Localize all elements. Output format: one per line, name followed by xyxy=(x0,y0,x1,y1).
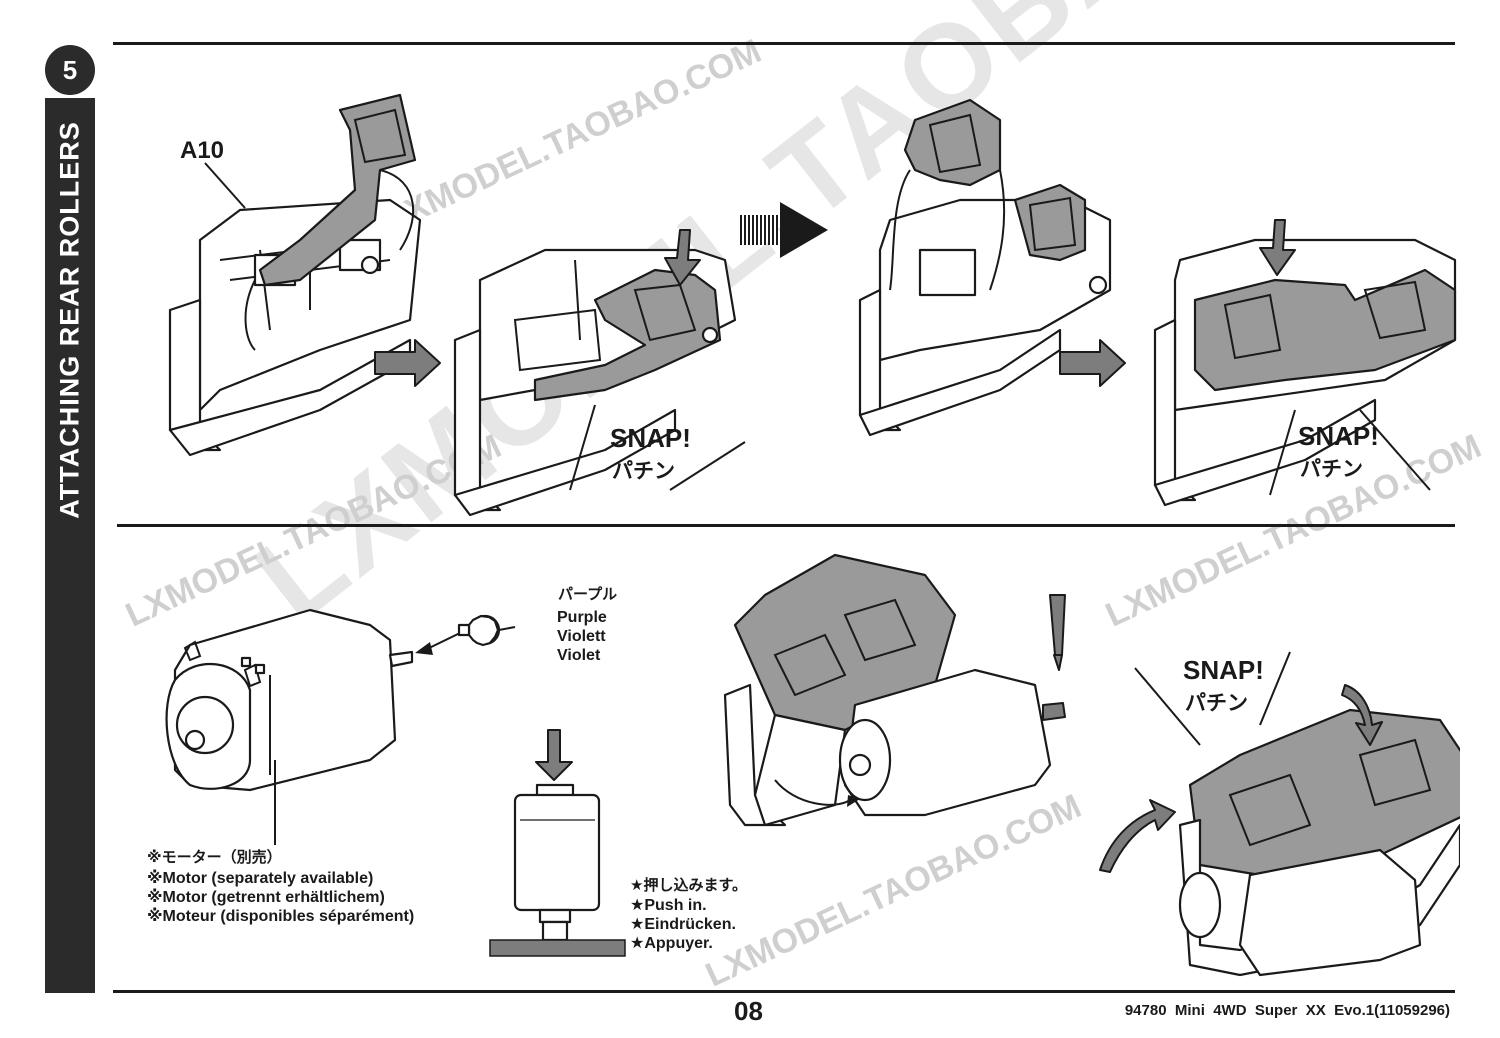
chassis-diagram-2 xyxy=(453,229,737,517)
curved-arrow-icon xyxy=(1341,684,1383,746)
snap-label: SNAP! xyxy=(1298,421,1379,451)
push-note-fr: ★Appuyer. xyxy=(630,935,713,952)
pinion-gear-icon xyxy=(457,614,516,647)
snap-leader-line xyxy=(1269,409,1296,496)
page-number: 08 xyxy=(734,996,763,1026)
pinion-color-label-de: Violett xyxy=(557,628,606,645)
final-assembly-diagram xyxy=(1178,708,1460,977)
part-label-a10: A10 xyxy=(180,137,225,164)
pinion-color-label-en: Purple xyxy=(557,609,607,626)
top-rule xyxy=(113,42,1455,45)
arrow-right-icon xyxy=(374,339,441,387)
push-note-en: ★Push in. xyxy=(630,897,707,914)
grease-tube-icon xyxy=(1049,594,1066,671)
product-code: 94780 Mini 4WD Super XX Evo.1(11059296) xyxy=(1124,1002,1450,1019)
motor-note-de: ※Motor (getrennt erhältlichem) xyxy=(147,889,385,906)
motor-note-fr: ※Moteur (disponibles séparément) xyxy=(147,908,415,925)
pinion-color-label-jp: パープル xyxy=(558,585,618,603)
step-title-bar: ATTACHING REAR ROLLERS xyxy=(45,98,95,993)
motor-note-jp: ※モーター（別売） xyxy=(147,848,282,866)
pinion-color-label-fr: Violet xyxy=(557,647,601,664)
push-in-diagram xyxy=(489,729,626,957)
snap-label: SNAP! xyxy=(610,423,691,453)
bottom-rule xyxy=(113,990,1455,993)
snap-leader-line xyxy=(1134,667,1201,746)
snap-leader-line xyxy=(1259,651,1291,726)
push-note-jp: ★押し込みます。 xyxy=(630,876,747,894)
step-title: ATTACHING REAR ROLLERS xyxy=(54,121,85,519)
middle-rule xyxy=(117,524,1455,527)
chassis-diagram-4 xyxy=(1153,219,1457,507)
motor-diagram xyxy=(165,608,461,845)
snap-label-jp: パチン xyxy=(612,459,675,483)
top-assembly-illustration xyxy=(168,93,1457,517)
curved-arrow-icon xyxy=(1099,799,1176,873)
bottom-assembly-illustration xyxy=(165,553,1460,977)
chassis-diagram-3 xyxy=(858,98,1112,437)
snap-label-jp: パチン xyxy=(1185,691,1248,715)
a10-leader-line xyxy=(204,162,246,209)
snap-leader-line xyxy=(569,404,596,491)
motor-note-en: ※Motor (separately available) xyxy=(147,870,374,887)
arrow-right-icon xyxy=(1059,339,1126,387)
chassis-motor-diagram xyxy=(723,553,1066,827)
step-number-badge: 5 xyxy=(45,45,95,95)
snap-leader-line xyxy=(1359,409,1431,491)
snap-label-jp: パチン xyxy=(1300,457,1363,481)
push-note-de: ★Eindrücken. xyxy=(630,916,736,933)
transition-arrow-icon xyxy=(740,202,828,258)
snap-leader-line xyxy=(669,441,746,491)
snap-label: SNAP! xyxy=(1183,655,1264,685)
